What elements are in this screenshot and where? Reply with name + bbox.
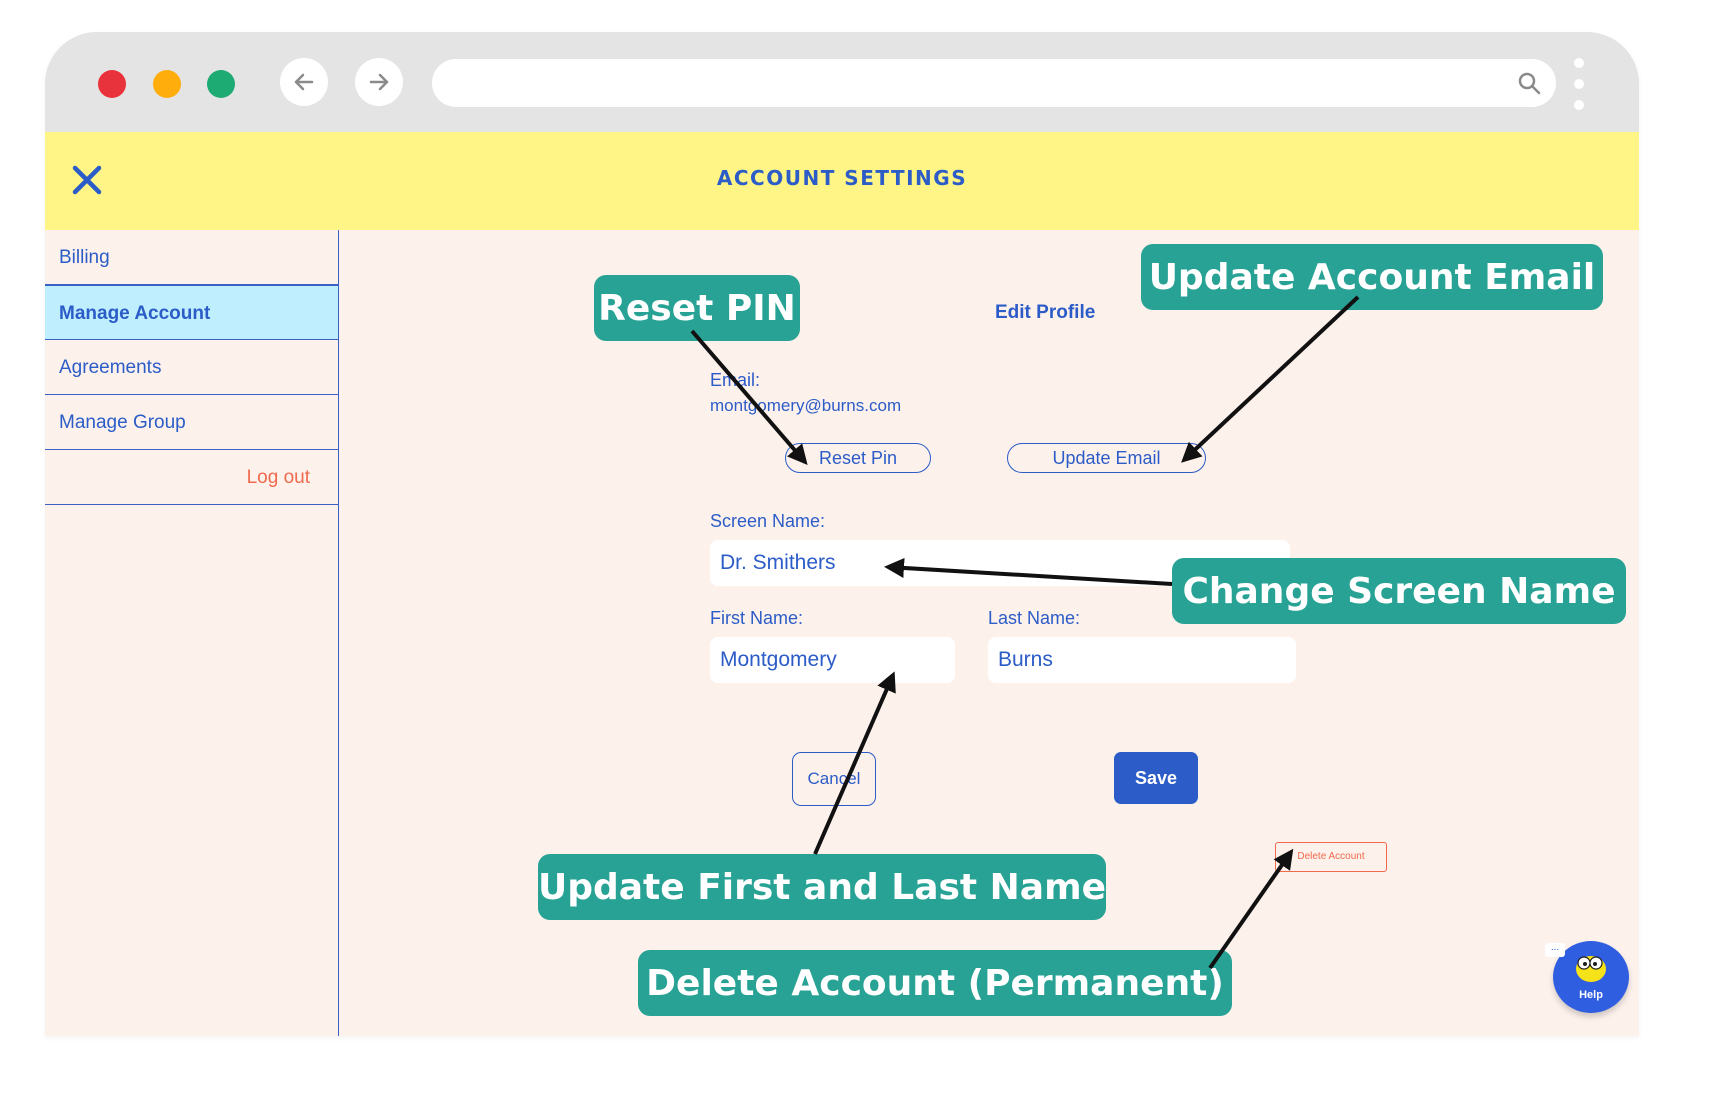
sidebar-item-manage-group[interactable]: Manage Group <box>45 395 338 450</box>
close-icon[interactable] <box>67 160 107 200</box>
more-menu-icon[interactable] <box>1574 58 1584 110</box>
email-label: Email: <box>710 370 761 390</box>
forward-button[interactable] <box>355 58 403 106</box>
section-title: Edit Profile <box>995 302 1096 323</box>
chat-bubble-icon: ... <box>1545 943 1565 957</box>
search-icon[interactable] <box>1516 70 1542 96</box>
reset-pin-button[interactable]: Reset Pin <box>785 443 931 473</box>
first-name-label: First Name: <box>710 608 804 628</box>
help-label: Help <box>1579 989 1603 1001</box>
update-email-button[interactable]: Update Email <box>1007 443 1206 473</box>
page-title: ACCOUNT SETTINGS <box>716 166 968 190</box>
last-name-label: Last Name: <box>988 608 1081 628</box>
arrow-right-icon <box>369 73 389 91</box>
help-mascot-icon <box>1576 956 1606 982</box>
sidebar-item-agreements[interactable]: Agreements <box>45 340 338 395</box>
back-button[interactable] <box>280 58 328 106</box>
help-chat-button[interactable]: ... Help <box>1545 941 1629 1013</box>
annotation-change-screen-name: Change Screen Name <box>1172 558 1626 624</box>
logout-link[interactable]: Log out <box>45 450 338 505</box>
sidebar-item-manage-account[interactable]: Manage Account <box>45 285 338 340</box>
sidebar: Billing Manage Account Agreements Manage… <box>45 230 339 1036</box>
screen-name-label: Screen Name: <box>710 511 826 531</box>
last-name-input[interactable]: Burns <box>988 637 1296 683</box>
annotation-reset-pin: Reset PIN <box>594 275 800 341</box>
annotation-delete-account: Delete Account (Permanent) <box>638 950 1232 1016</box>
sidebar-item-billing[interactable]: Billing <box>45 230 338 285</box>
page-header: ACCOUNT SETTINGS <box>45 132 1639 230</box>
minimize-window-dot[interactable] <box>153 70 181 98</box>
browser-toolbar <box>45 32 1639 132</box>
close-window-dot[interactable] <box>98 70 126 98</box>
save-button[interactable]: Save <box>1114 752 1198 804</box>
email-value: montgomery@burns.com <box>710 396 902 415</box>
annotation-update-names: Update First and Last Name <box>538 854 1106 920</box>
first-name-input[interactable]: Montgomery <box>710 637 955 683</box>
arrow-left-icon <box>294 73 314 91</box>
annotation-update-email: Update Account Email <box>1141 244 1603 310</box>
cancel-button[interactable]: Cancel <box>792 752 876 806</box>
maximize-window-dot[interactable] <box>207 70 235 98</box>
delete-account-button[interactable]: Delete Account <box>1275 842 1387 872</box>
address-bar[interactable] <box>432 59 1556 107</box>
